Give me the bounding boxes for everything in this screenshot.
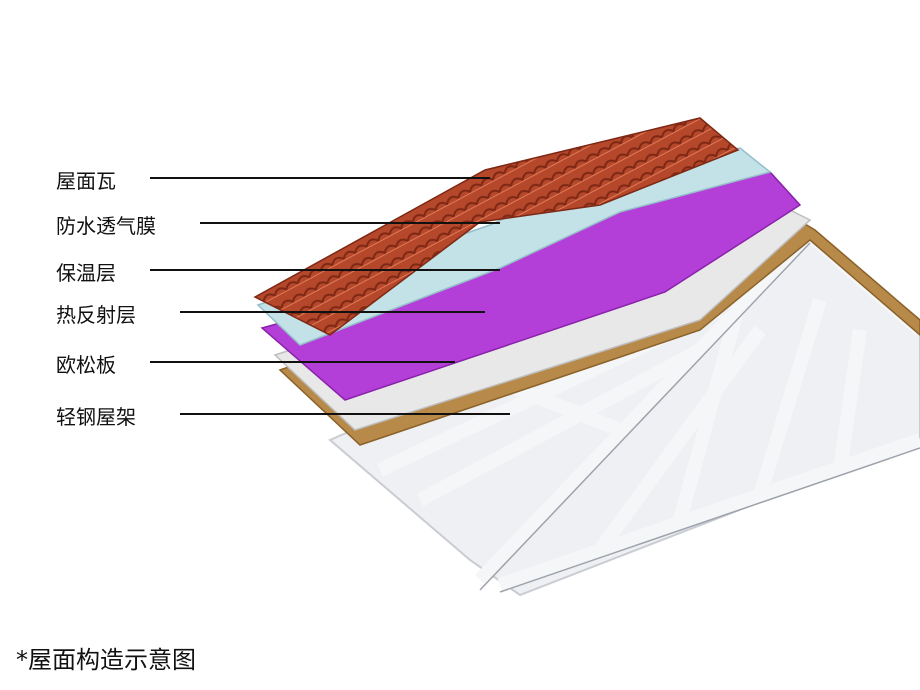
label-heat-reflective: 热反射层 — [56, 303, 136, 327]
roof-tile-layer — [253, 117, 740, 336]
figure-caption: *屋面构造示意图 — [16, 646, 196, 674]
label-steel-truss: 轻钢屋架 — [56, 405, 136, 429]
label-osb: 欧松板 — [56, 353, 116, 377]
label-insulation: 保温层 — [56, 261, 116, 285]
leader-lines — [150, 177, 510, 415]
label-roof-tile: 屋面瓦 — [56, 169, 116, 193]
label-waterproof-membrane: 防水透气膜 — [56, 214, 156, 238]
